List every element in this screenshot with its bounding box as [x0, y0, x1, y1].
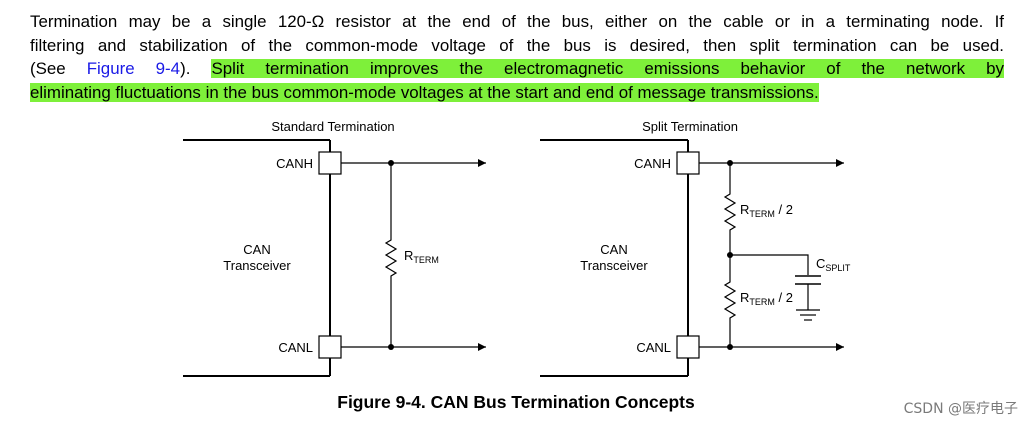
paragraph-line-1: Termination may be a single 120-Ω resist… [30, 12, 1004, 31]
figure-caption: Figure 9-4. CAN Bus Termination Concepts [337, 392, 695, 412]
standard-canh-label: CANH [276, 156, 313, 171]
see-suffix: ). [180, 59, 212, 78]
standard-termination: Standard Termination CANH CANL CAN Trans… [183, 119, 486, 377]
highlighted-text-1: Split termination improves the electroma… [211, 59, 1005, 78]
split-title: Split Termination [642, 119, 738, 134]
split-canl-pin [676, 335, 700, 359]
split-rterm-bottom-resistor [723, 255, 737, 347]
standard-canl-label: CANL [278, 340, 313, 355]
figure-link[interactable]: Figure 9-4 [86, 59, 181, 78]
paragraph-line-4: eliminating fluctuations in the bus comm… [30, 81, 1004, 105]
standard-title: Standard Termination [271, 119, 394, 134]
split-rterm-bottom-label: RTERM / 2 [740, 290, 793, 307]
watermark: CSDN @医疗电子 [903, 401, 1018, 417]
split-block-label-1: CAN [600, 242, 627, 257]
standard-rterm-resistor [384, 163, 398, 347]
standard-canh-pin [318, 151, 342, 175]
split-csplit-label: CSPLIT [816, 256, 851, 273]
split-termination: Split Termination CANH CANL CAN Transcei… [540, 119, 851, 377]
split-capacitor-lead [730, 254, 809, 275]
paragraph-line-3: (See Figure 9-4). Split termination impr… [30, 57, 1005, 81]
see-prefix: (See [30, 59, 87, 78]
standard-canl-pin [318, 335, 342, 359]
split-canh-pin [676, 151, 700, 175]
split-block-label-2: Transceiver [580, 258, 648, 273]
split-canl-label: CANL [636, 340, 671, 355]
standard-block-label-1: CAN [243, 242, 270, 257]
split-canh-label: CANH [634, 156, 671, 171]
body-paragraph: Termination may be a single 120-Ω resist… [30, 10, 1005, 105]
termination-diagram: Standard Termination CANH CANL CAN Trans… [183, 119, 851, 377]
standard-block-label-2: Transceiver [223, 258, 291, 273]
highlighted-text-2: eliminating fluctuations in the bus comm… [30, 82, 819, 102]
split-rterm-top-resistor [723, 163, 737, 255]
standard-rterm-label: RTERM [404, 248, 439, 265]
paragraph-line-2: filtering and stabilization of the commo… [30, 35, 1004, 55]
split-rterm-top-label: RTERM / 2 [740, 202, 793, 219]
